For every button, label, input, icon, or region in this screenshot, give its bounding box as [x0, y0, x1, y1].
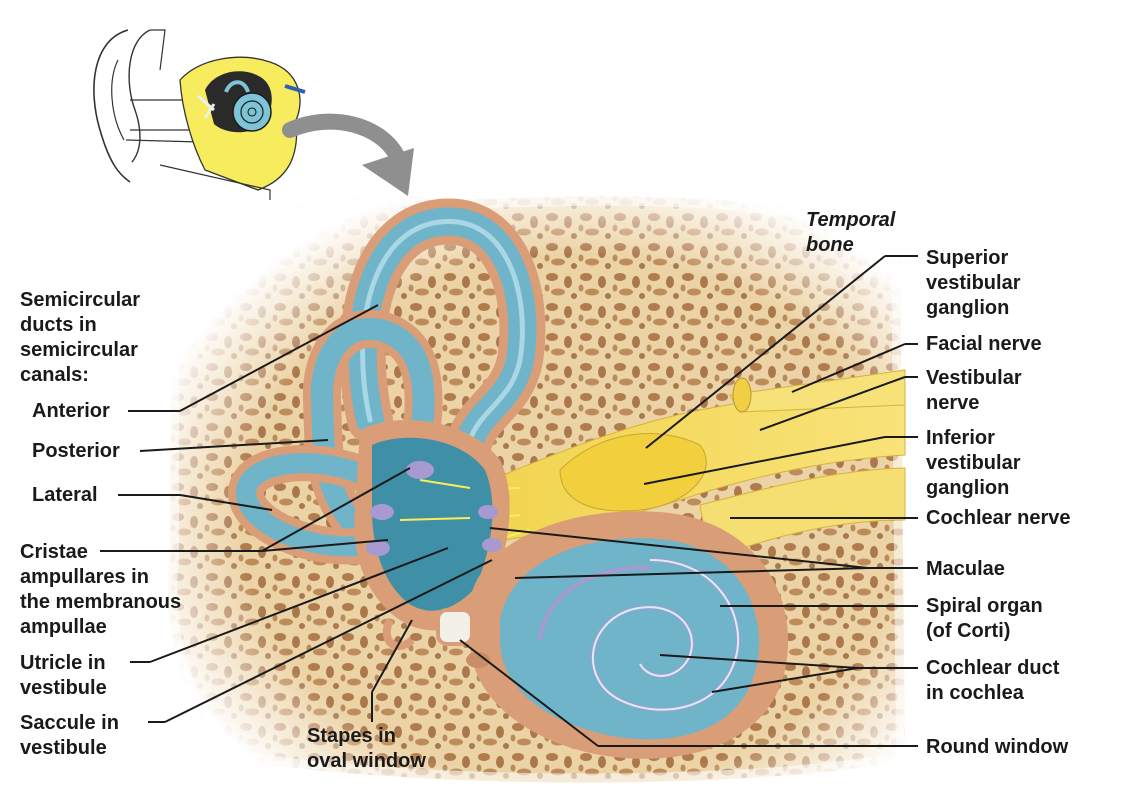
leader-lines	[100, 255, 918, 747]
label-stapes: Stapes in oval window	[307, 725, 426, 772]
label-facial-nerve: Facial nerve	[926, 333, 1042, 355]
label-utricle: Utricle in vestibule	[20, 652, 107, 699]
label-anterior: Anterior	[32, 400, 110, 422]
label-spiral-organ: Spiral organ (of Corti)	[926, 595, 1043, 642]
stapes	[382, 608, 474, 650]
label-temporal-bone: Temporal bone	[806, 209, 896, 256]
label-cochlear-duct: Cochlear duct in cochlea	[926, 657, 1060, 704]
vestibule	[354, 420, 510, 631]
label-vestibular-nerve: Vestibular nerve	[926, 367, 1022, 414]
label-lateral: Lateral	[32, 484, 98, 506]
cochlea	[470, 511, 789, 759]
label-round-window: Round window	[926, 736, 1069, 758]
label-inferior-ganglion: Inferior vestibular ganglion	[926, 427, 1021, 499]
label-semicircular-heading: Semicircular ducts in semicircular canal…	[20, 289, 141, 386]
ear-locator-sketch	[93, 29, 306, 200]
vestibulocochlear-nerve	[439, 369, 906, 561]
locator-arrow	[282, 113, 414, 196]
round-window	[466, 652, 490, 668]
label-saccule: Saccule in vestibule	[20, 712, 119, 759]
label-superior-ganglion: Superior vestibular ganglion	[926, 247, 1021, 319]
label-cochlear-nerve: Cochlear nerve	[926, 507, 1071, 529]
label-maculae: Maculae	[926, 558, 1005, 580]
semicircular-canals	[228, 198, 546, 565]
label-cristae: Cristae ampullares in the membranous amp…	[20, 541, 182, 638]
label-posterior: Posterior	[32, 440, 120, 462]
